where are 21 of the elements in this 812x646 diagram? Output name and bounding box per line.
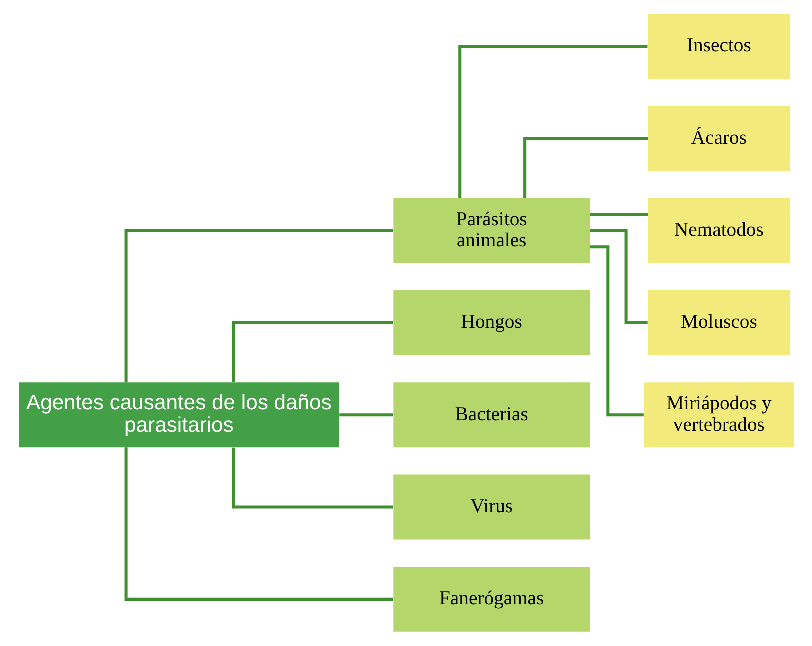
node-box: Agentes causantes de los daños parasitarios	[18, 382, 339, 448]
connector	[590, 213, 648, 216]
connector	[124, 448, 393, 601]
node-box: Ácaros	[648, 106, 790, 172]
connector	[232, 322, 393, 382]
node-box: Miriápodos y vertebrados	[644, 382, 794, 448]
node-box: Parásitos animales	[393, 198, 590, 264]
connector	[232, 448, 393, 509]
node-box: Nematodos	[648, 198, 790, 264]
node-box: Hongos	[393, 290, 590, 356]
connector	[458, 45, 648, 198]
node-box: Virus	[393, 474, 590, 540]
connector	[590, 229, 648, 324]
node-box: Bacterias	[393, 382, 590, 448]
connector	[590, 246, 644, 417]
connector	[339, 414, 393, 417]
connector	[523, 137, 648, 198]
connector	[124, 229, 393, 383]
node-box: Insectos	[648, 14, 790, 80]
node-box: Moluscos	[648, 290, 790, 356]
node-box: Fanerógamas	[393, 566, 590, 632]
